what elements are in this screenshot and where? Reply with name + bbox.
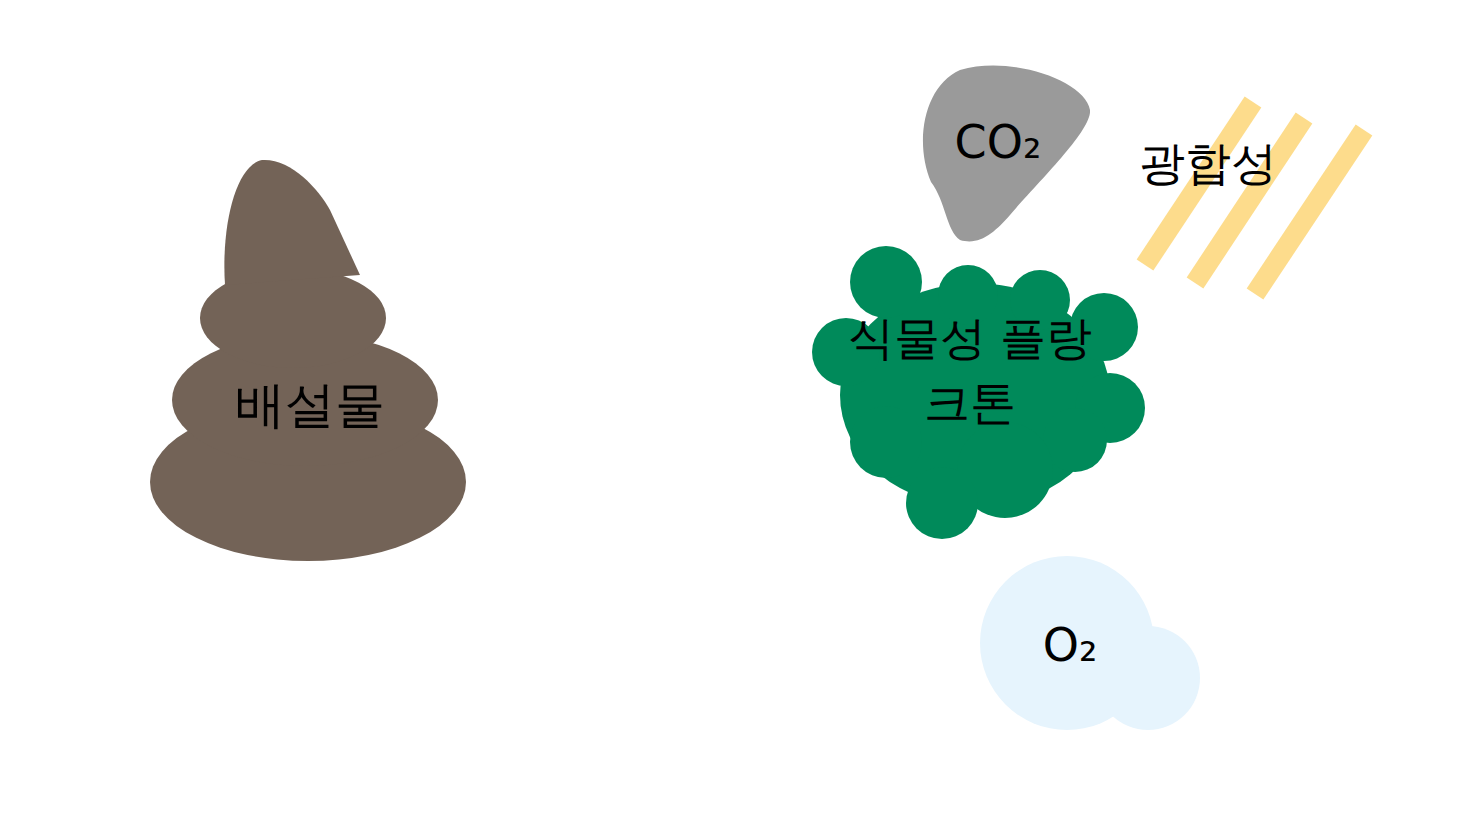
co2-blob: CO₂ bbox=[920, 60, 1094, 244]
outline-part bbox=[850, 406, 922, 478]
excrement-shape: 배설물 bbox=[148, 156, 470, 564]
node-label: 배설물 bbox=[235, 370, 385, 441]
outline-part bbox=[906, 467, 978, 539]
node-label: CO₂ bbox=[955, 110, 1042, 175]
o2-cloud: O₂ bbox=[978, 554, 1202, 732]
node-label: 식물성 플랑크톤 bbox=[845, 306, 1095, 436]
outline-part bbox=[224, 160, 360, 285]
outline-part bbox=[1043, 408, 1107, 472]
outline-part bbox=[923, 66, 1090, 242]
outline-part bbox=[850, 246, 922, 318]
phytoplankton-blob: 식물성 플랑크톤 bbox=[808, 240, 1150, 545]
outline-part bbox=[1096, 626, 1200, 730]
node-outline bbox=[148, 156, 470, 564]
process-label: 광합성 bbox=[1139, 131, 1277, 196]
light-stripes bbox=[1145, 102, 1364, 294]
node-label: O₂ bbox=[1043, 613, 1098, 678]
